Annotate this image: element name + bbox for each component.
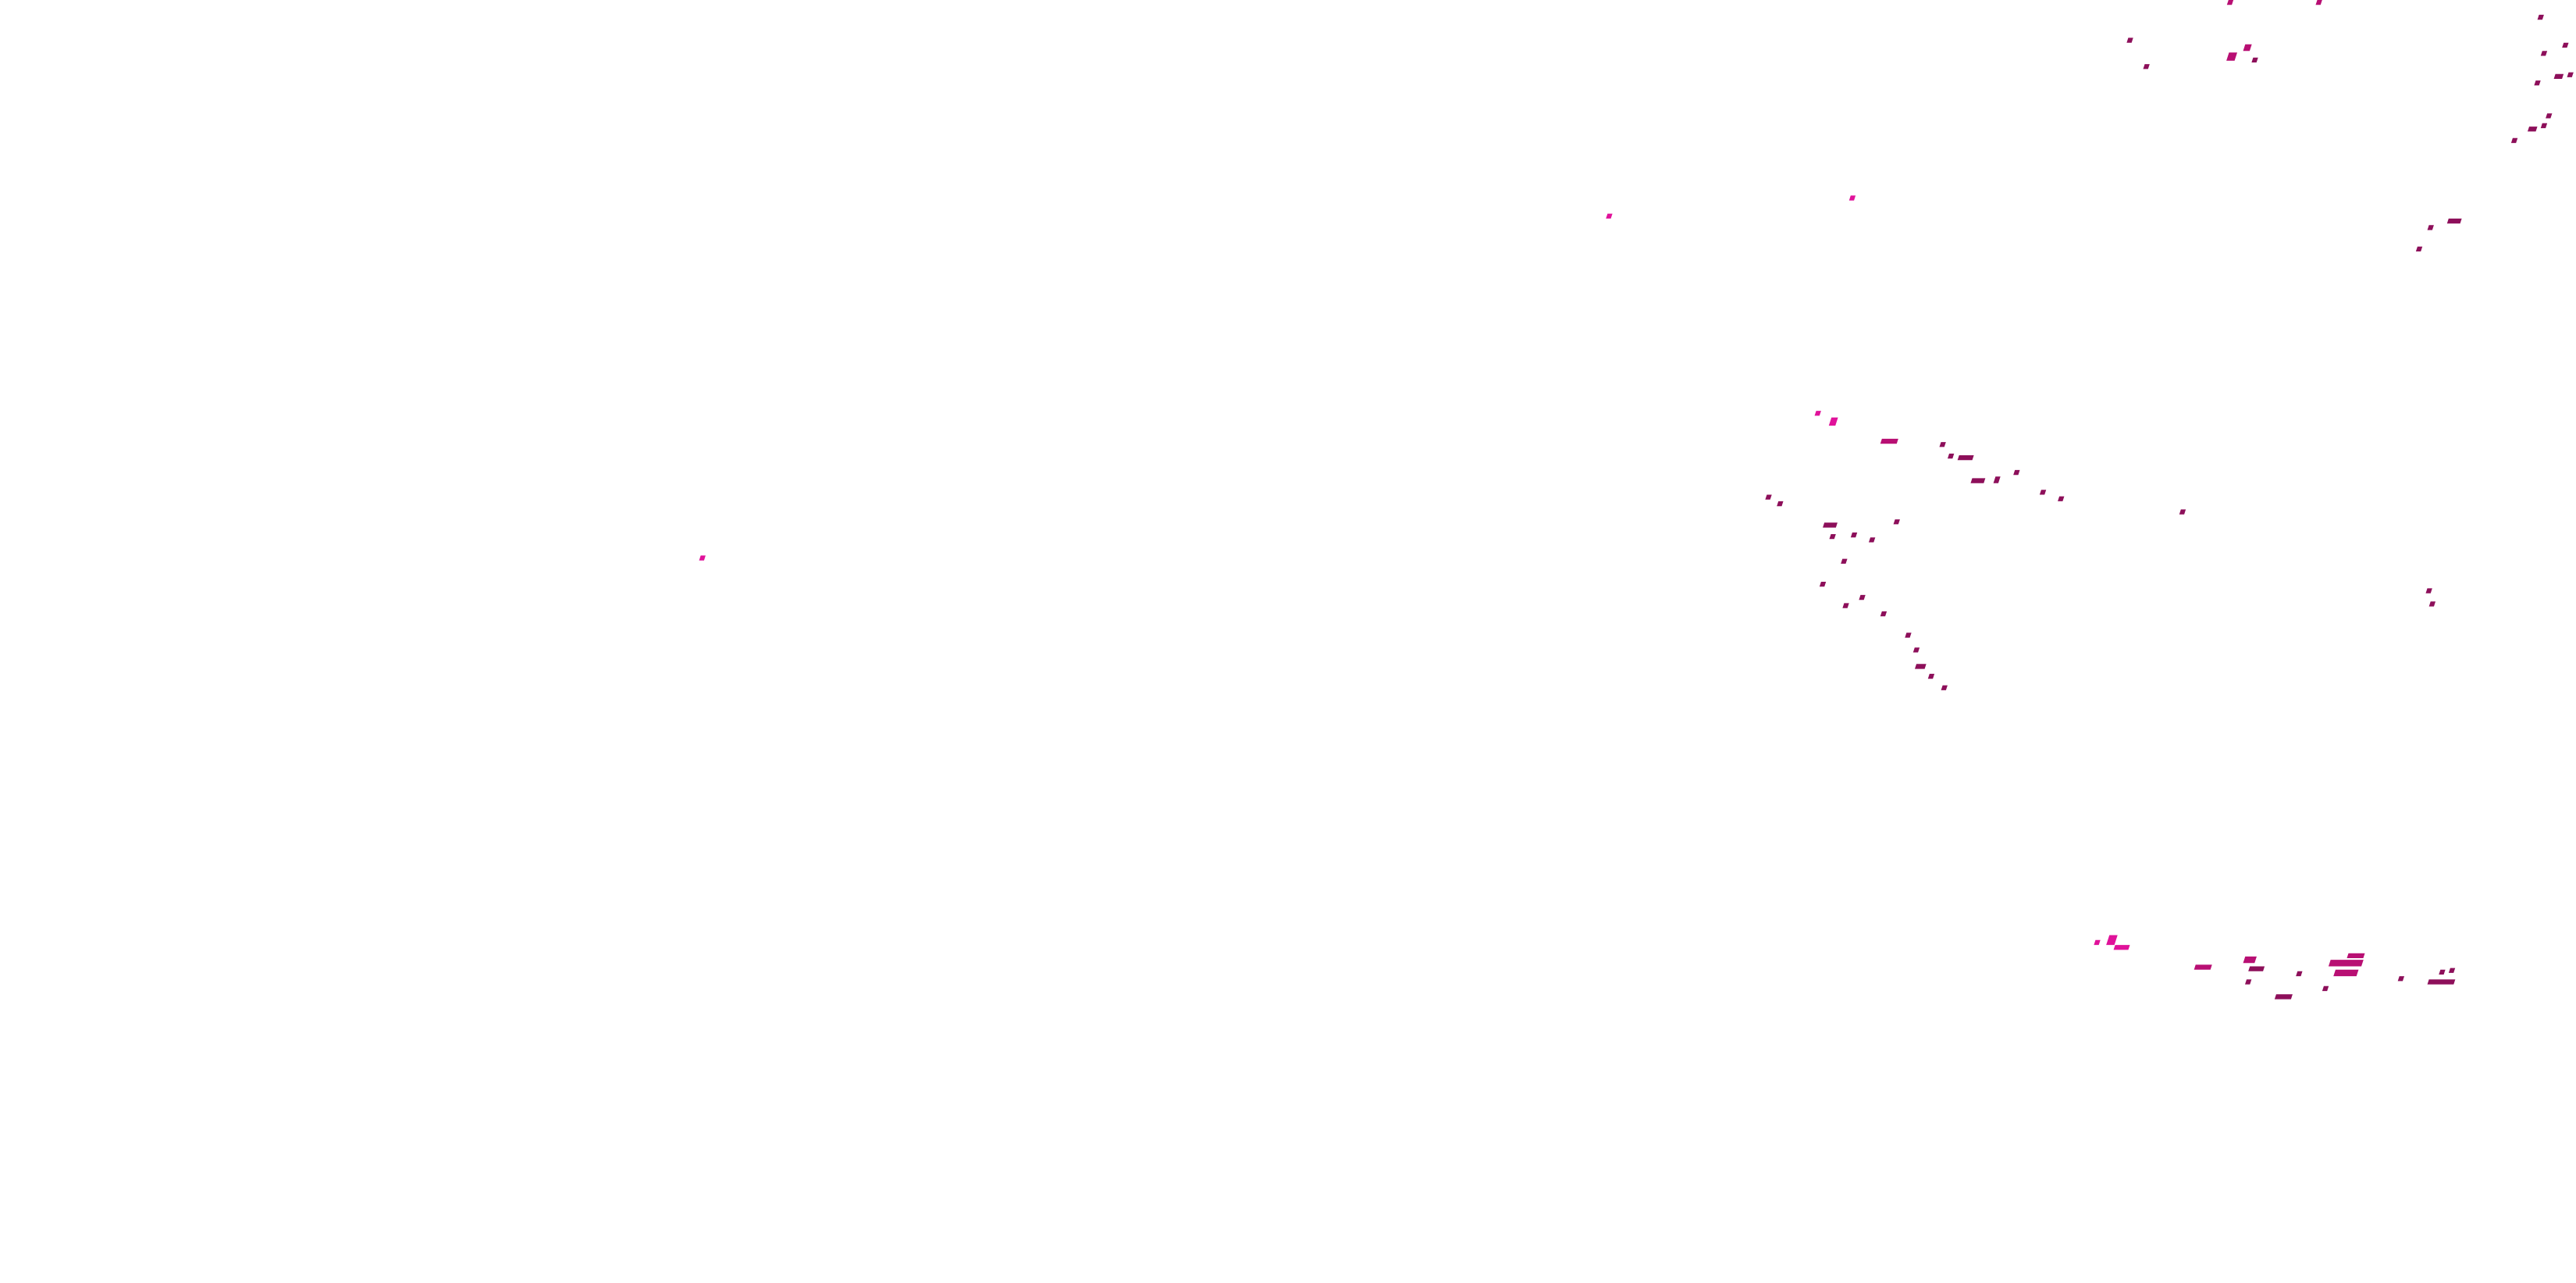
speckle-mark <box>2315 0 2322 5</box>
speckle-mark <box>2540 51 2548 56</box>
speckle-mark <box>1814 411 1821 416</box>
speckle-mark <box>2322 985 2329 992</box>
speckle-mark <box>1880 611 1888 617</box>
speckle-mark <box>699 555 706 561</box>
speckle-mark <box>2248 966 2265 971</box>
speckle-mark <box>2553 73 2564 79</box>
speckle-mark <box>2562 42 2569 48</box>
speckle-mark <box>2058 496 2065 501</box>
speckle-mark <box>2143 64 2150 69</box>
speckle-mark <box>2243 44 2252 52</box>
speckle-mark <box>1850 532 1858 538</box>
speckle-mark <box>2333 969 2359 977</box>
speckle-mark <box>1841 558 1848 564</box>
speckle-mark <box>2226 0 2234 5</box>
speckle-mark <box>2179 509 2186 515</box>
speckle-mark <box>2039 490 2047 495</box>
speckle-mark <box>1893 519 1900 525</box>
speckle-mark <box>2439 969 2446 975</box>
speckle-mark <box>2425 588 2432 593</box>
speckle-mark <box>1939 442 1946 447</box>
speckle-mark <box>2527 127 2538 132</box>
speckle-mark <box>2243 956 2257 964</box>
speckle-mark <box>2540 123 2548 129</box>
speckle-mark <box>1868 537 1876 543</box>
speckle-mark <box>1914 664 1927 669</box>
speckle-mark <box>2446 218 2462 224</box>
speckle-mark <box>2244 979 2252 985</box>
speckle-mark <box>2397 976 2405 982</box>
speckle-mark <box>2194 964 2212 970</box>
speckle-mark <box>1927 673 1935 679</box>
speckle-mark <box>2546 113 2553 119</box>
speckle-mark <box>1842 603 1849 608</box>
speckle-mark <box>2427 979 2456 985</box>
speckle-mark <box>2113 945 2130 950</box>
speckle-mark <box>2567 72 2574 77</box>
speckle-mark <box>1905 633 1912 638</box>
speckle-mark <box>2296 971 2303 977</box>
speckle-mark <box>1819 582 1827 587</box>
speckle-mark <box>2415 246 2423 252</box>
speckle-mark <box>2106 935 2118 946</box>
speckle-mark <box>1993 476 2001 483</box>
speckle-mark <box>2126 37 2133 43</box>
speckle-mark <box>2226 52 2238 61</box>
speckle-mark <box>1941 685 1948 690</box>
speckle-mark <box>2427 225 2434 230</box>
speckle-mark <box>2094 939 2101 946</box>
speckle-mark <box>2251 57 2258 62</box>
speckle-mark <box>1823 522 1838 528</box>
speckle-mark <box>2347 953 2365 958</box>
speckle-mark <box>1848 195 1856 201</box>
speckle-mark <box>1829 534 1836 540</box>
speckle-mark <box>1880 438 1898 444</box>
speckle-mark <box>1777 501 1784 507</box>
speckle-mark <box>2013 469 2020 476</box>
speckle-mark <box>2274 994 2293 1000</box>
speckle-mark <box>2534 80 2541 86</box>
speckle-mark <box>1606 213 1613 219</box>
speckle-mark <box>1765 494 1772 500</box>
speckle-mark <box>2428 601 2436 607</box>
speckle-mark <box>2448 968 2456 973</box>
speckle-mark <box>1912 647 1920 653</box>
speckle-mark <box>2328 960 2364 967</box>
speckle-mark <box>1859 594 1866 601</box>
speckle-mark <box>2537 14 2544 20</box>
speckle-mark <box>1957 455 1974 461</box>
speckle-mark <box>1970 478 1986 483</box>
speckle-mark <box>1828 417 1838 426</box>
speckle-mark <box>1947 453 1955 459</box>
speckle-mark <box>2510 137 2518 144</box>
